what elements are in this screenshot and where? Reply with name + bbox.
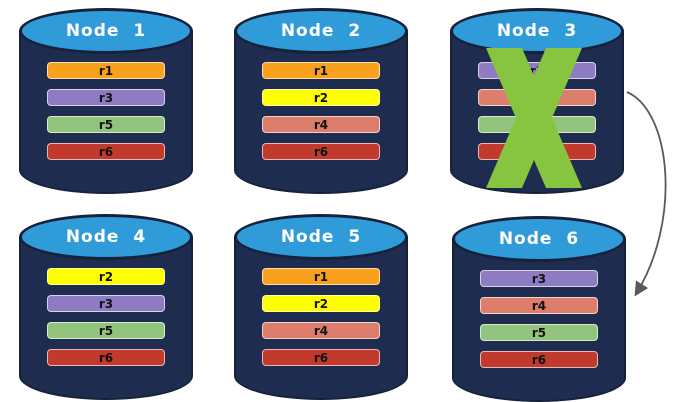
cylinder-top: Node 5 xyxy=(234,214,408,260)
replica-bar: r4 xyxy=(480,297,598,314)
node-title: Node 2 xyxy=(280,21,362,41)
replica-bar: r2 xyxy=(47,268,165,285)
replica-bar: r5 xyxy=(480,324,598,341)
replica-bar: r6 xyxy=(262,349,380,366)
replica-bar: r4 xyxy=(262,116,380,133)
replica-bar: r1 xyxy=(262,268,380,285)
node-cylinder-1: Node 1 r1 r3 r5 r6 xyxy=(19,8,193,194)
node-cylinder-2: Node 2 r1 r2 r4 r6 xyxy=(234,8,408,194)
replica-bar: r6 xyxy=(47,349,165,366)
cylinder-top: Node 4 xyxy=(19,214,193,260)
replica-bar: r4 xyxy=(262,322,380,339)
replica-bar: r3 xyxy=(47,295,165,312)
node-title: Node 4 xyxy=(65,227,147,247)
x-cross-icon xyxy=(486,48,582,188)
node-cylinder-5: Node 5 r1 r2 r4 r6 xyxy=(234,214,408,400)
replica-bar: r1 xyxy=(262,62,380,79)
cylinder-body xyxy=(19,30,193,194)
replica-bar: r5 xyxy=(47,322,165,339)
cylinder-top: Node 2 xyxy=(234,8,408,54)
node-title: Node 3 xyxy=(496,21,578,41)
node-cylinder-4: Node 4 r2 r3 r5 r6 xyxy=(19,214,193,400)
replica-list: r1 r3 r5 r6 xyxy=(47,62,165,160)
cylinder-top: Node 3 xyxy=(450,8,624,54)
replica-bar: r3 xyxy=(480,270,598,287)
cylinder-body xyxy=(234,30,408,194)
replica-bar: r6 xyxy=(480,351,598,368)
node-cylinder-6: Node 6 r3 r4 r5 r6 xyxy=(452,216,626,402)
replica-list: r3 r4 r5 r6 xyxy=(480,270,598,368)
cylinder-body xyxy=(452,238,626,402)
node-cylinder-3: Node 3 r3 r4 r5 r6 xyxy=(450,8,624,194)
replica-bar: r1 xyxy=(47,62,165,79)
replica-list: r2 r3 r5 r6 xyxy=(47,268,165,366)
node-title: Node 1 xyxy=(65,21,147,41)
cylinder-top: Node 6 xyxy=(452,216,626,262)
replica-bar: r3 xyxy=(47,89,165,106)
replica-list: r1 r2 r4 r6 xyxy=(262,268,380,366)
node-title: Node 5 xyxy=(280,227,362,247)
cylinder-body xyxy=(19,236,193,400)
replica-bar: r2 xyxy=(262,295,380,312)
replica-bar: r2 xyxy=(262,89,380,106)
replica-bar: r6 xyxy=(262,143,380,160)
replica-bar: r6 xyxy=(47,143,165,160)
replica-bar: r5 xyxy=(47,116,165,133)
node-title: Node 6 xyxy=(498,229,580,249)
cylinder-body xyxy=(234,236,408,400)
cylinder-top: Node 1 xyxy=(19,8,193,54)
replica-list: r1 r2 r4 r6 xyxy=(262,62,380,160)
